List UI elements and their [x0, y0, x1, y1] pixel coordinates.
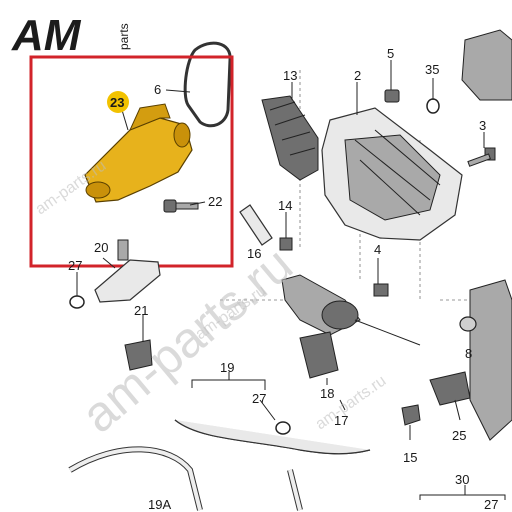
mount-part: [469, 279, 512, 441]
seal-ring-2: [275, 421, 291, 435]
callout-3: 3: [479, 118, 486, 133]
sensor-part: [281, 274, 421, 346]
callout-16: 16: [247, 246, 261, 261]
callout-17: 17: [334, 413, 348, 428]
connector-part: [299, 331, 339, 379]
pipe-part: [94, 239, 161, 303]
screw-part: [467, 147, 496, 167]
clip-part: [279, 237, 293, 251]
callout-6: 6: [154, 82, 161, 97]
seal-ring-3: [459, 316, 477, 332]
bracket-part: [461, 29, 512, 101]
callout-15: 15: [403, 450, 417, 465]
plug-part: [124, 339, 153, 371]
bracket-part-2: [429, 371, 471, 406]
callout-30: 30: [455, 472, 469, 487]
logo-text: AM: [11, 11, 82, 60]
callout-8: 8: [465, 346, 472, 361]
hose-part: [239, 204, 273, 246]
grommet-part: [401, 404, 421, 426]
gasket-part: [183, 41, 232, 128]
callout-13: 13: [283, 68, 297, 83]
callout-27-c: 27: [484, 497, 498, 512]
callout-20: 20: [94, 240, 108, 255]
logo-subtext: parts: [117, 23, 131, 50]
bolt-part: [163, 199, 199, 213]
watermark-4: am-parts.ru: [313, 372, 390, 433]
callout-4: 4: [374, 242, 381, 257]
callout-22: 22: [208, 194, 222, 209]
highlight-badge: [107, 91, 129, 113]
callout-labels: 2 3 4 5 6 8 13 14 15 16 17 18 19 19A 20 …: [68, 46, 498, 512]
leader-lines: [76, 60, 506, 500]
rubber-boot-part: [261, 95, 319, 181]
callout-18: 18: [320, 386, 334, 401]
brand-logo: AM parts: [11, 11, 131, 60]
callout-14: 14: [278, 198, 292, 213]
callout-5: 5: [387, 46, 394, 61]
gearshift-housing-part: [321, 107, 463, 241]
o-ring-part: [426, 98, 440, 114]
callout-23: 23: [110, 95, 124, 110]
thermostat-housing-part: [84, 103, 193, 203]
callout-27-a: 27: [68, 258, 82, 273]
callout-27-b: 27: [252, 391, 266, 406]
coolant-hose-assembly: [68, 419, 371, 511]
nut-part-2: [373, 283, 389, 297]
callout-19a: 19A: [148, 497, 171, 512]
callout-2: 2: [354, 68, 361, 83]
callout-21: 21: [134, 303, 148, 318]
callout-35: 35: [425, 62, 439, 77]
callout-19: 19: [220, 360, 234, 375]
seal-ring-1: [69, 295, 85, 309]
callout-25: 25: [452, 428, 466, 443]
nut-part: [384, 89, 400, 103]
